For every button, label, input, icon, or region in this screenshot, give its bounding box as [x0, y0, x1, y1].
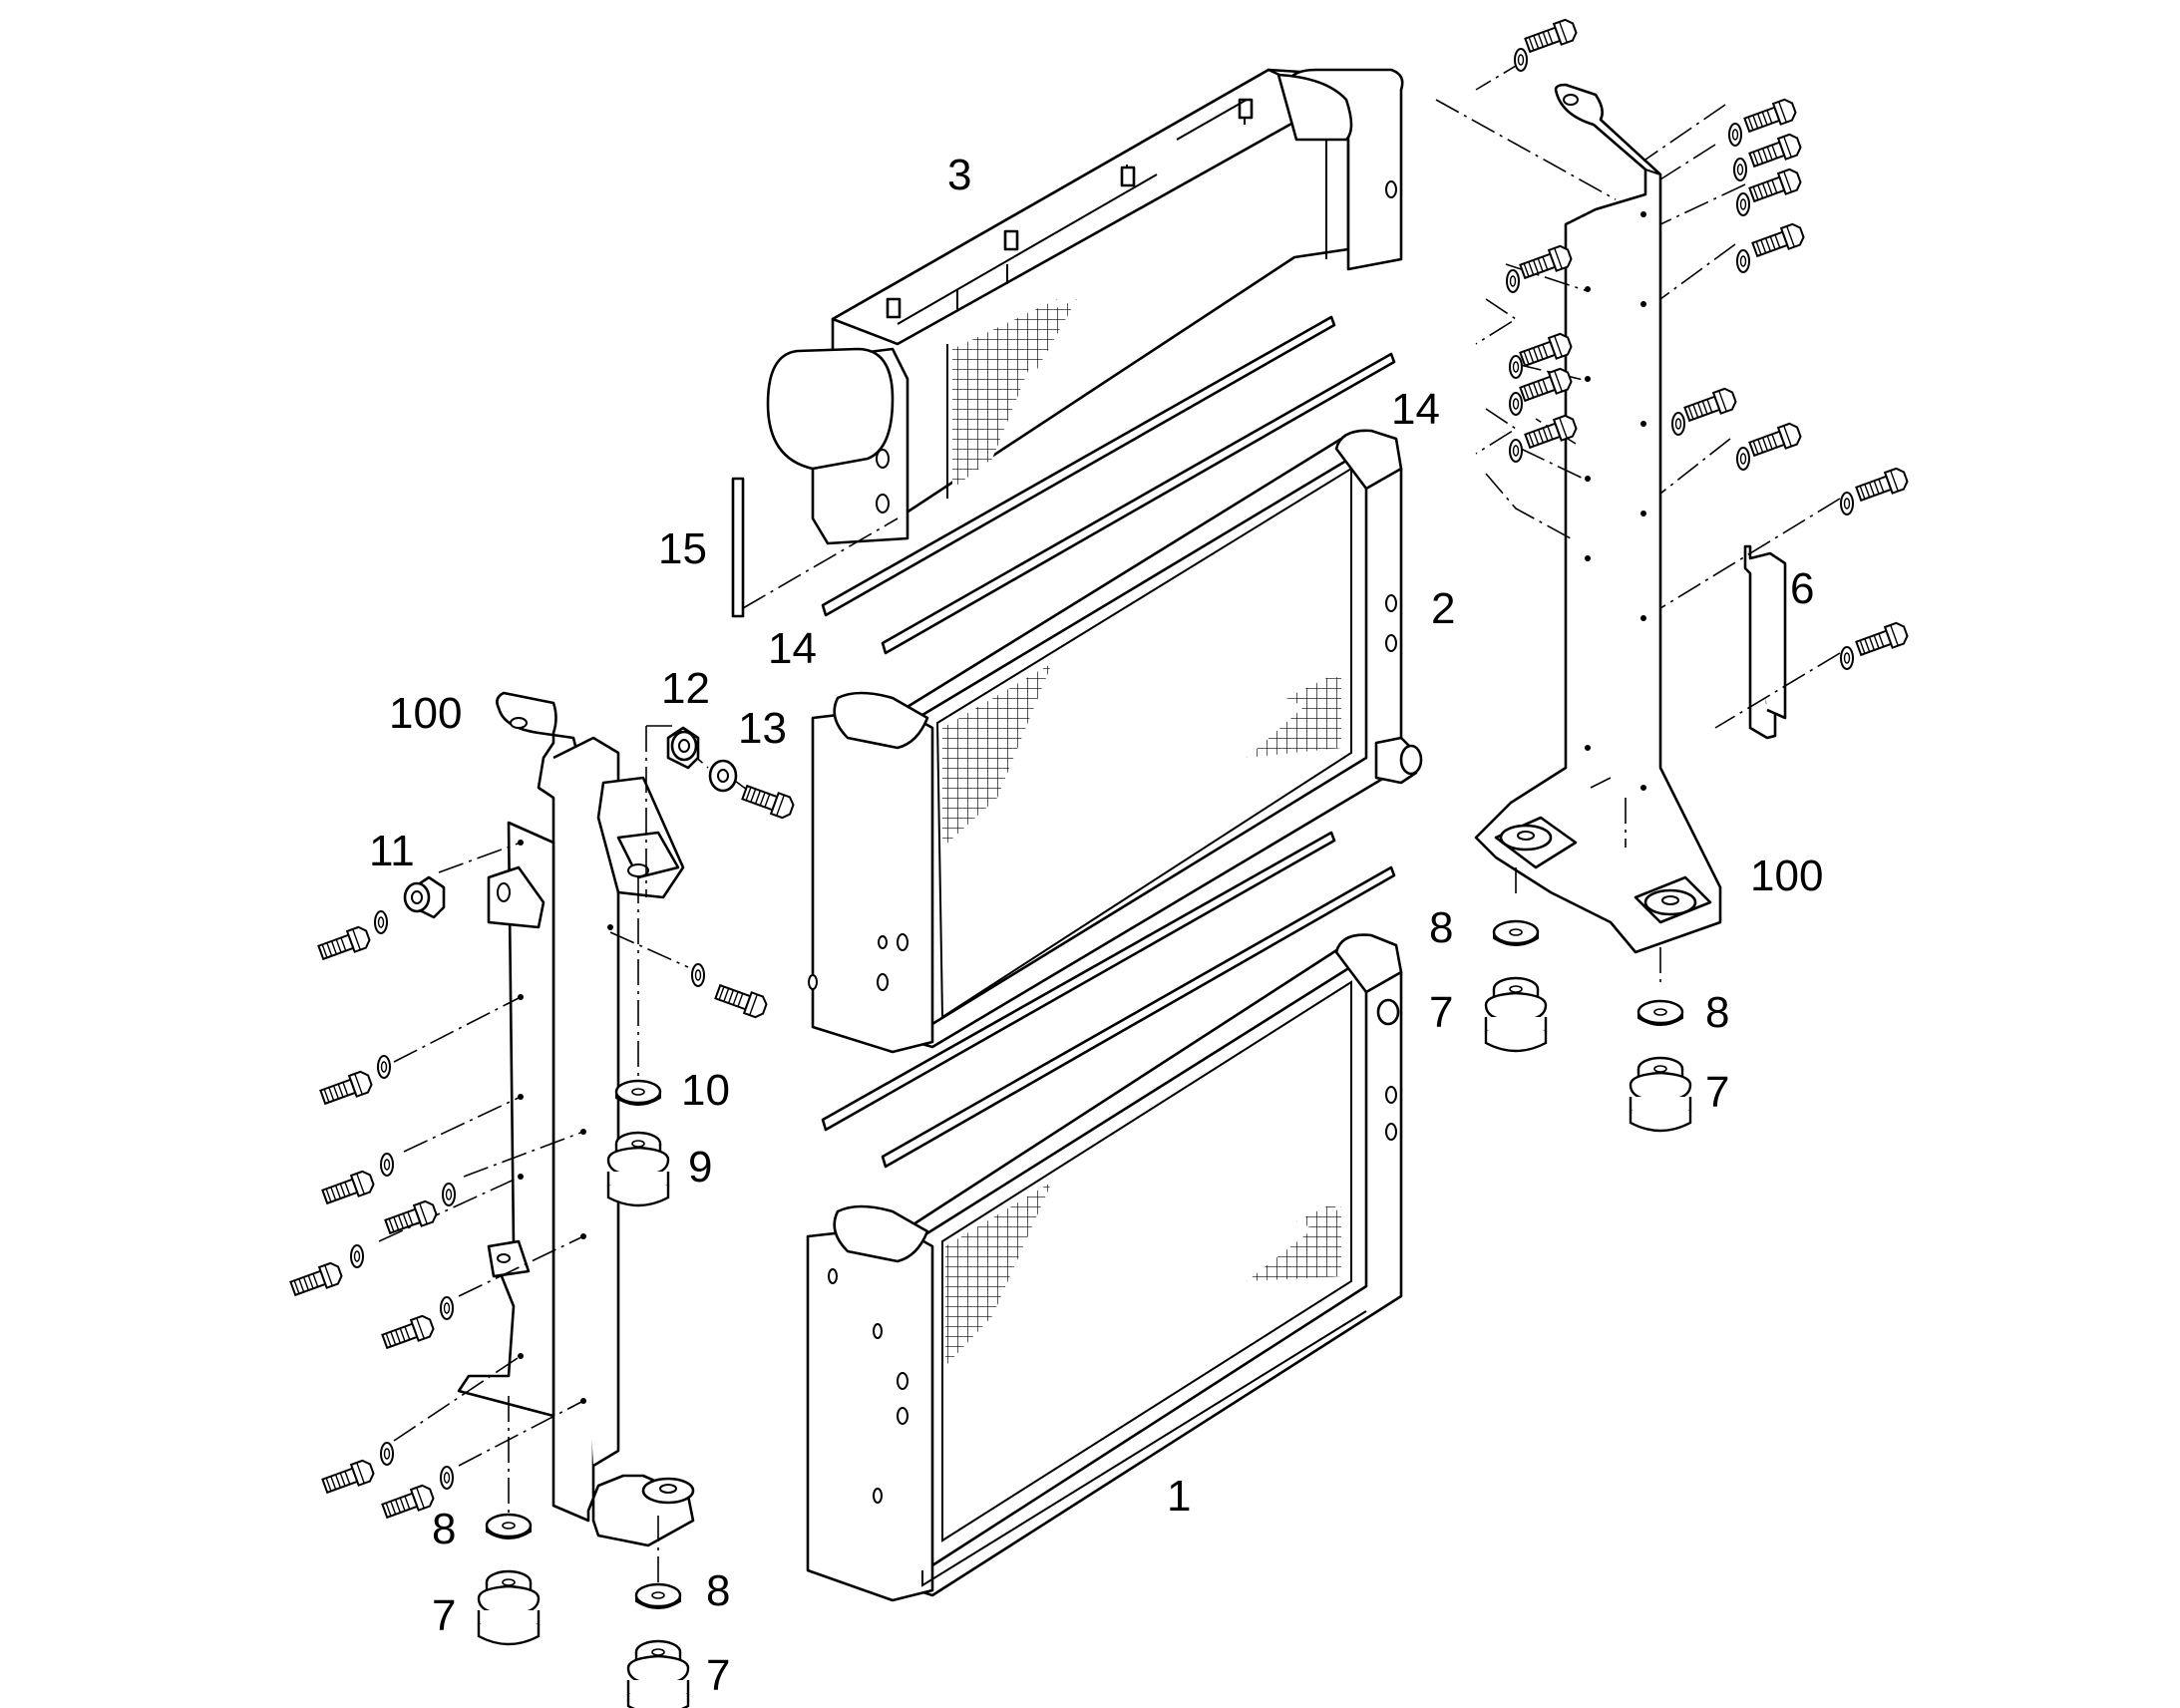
label-part-7-left: 7 — [432, 1591, 456, 1640]
label-part-14-top: 14 — [1391, 385, 1440, 434]
label-part-1: 1 — [1167, 1472, 1191, 1521]
label-part-8-right-b: 8 — [1705, 988, 1729, 1037]
label-part-100-left: 100 — [389, 689, 462, 738]
label-part-15: 15 — [658, 524, 707, 573]
label-part-11: 11 — [369, 827, 415, 875]
label-part-8-center: 8 — [706, 1566, 730, 1615]
label-part-12: 12 — [661, 664, 710, 713]
bracket-part-6 — [1743, 544, 1787, 740]
radiator-part-1 — [806, 933, 1403, 1602]
label-part-100-right: 100 — [1750, 852, 1823, 900]
frame-holes — [1585, 211, 1646, 791]
label-part-14-left: 14 — [768, 624, 817, 673]
label-part-6: 6 — [1790, 564, 1814, 613]
label-part-7-right-b: 7 — [1705, 1068, 1729, 1117]
seal-strips — [731, 315, 1396, 1169]
right-frame-part-100 — [1474, 83, 1722, 954]
right-frame-bolts — [1435, 16, 1911, 1133]
part-callouts: 3 14 2 15 14 100 12 13 11 10 9 1 8 7 8 7… — [369, 151, 1823, 1700]
intercooler-part-3 — [766, 68, 1404, 545]
label-part-3: 3 — [947, 151, 971, 199]
label-part-13: 13 — [738, 704, 787, 753]
left-frame-part-100 — [457, 691, 695, 1547]
radiator-part-2 — [808, 429, 1423, 1054]
label-part-7-center: 7 — [706, 1651, 730, 1700]
label-part-8-left: 8 — [432, 1505, 456, 1553]
label-part-7-right-a: 7 — [1429, 988, 1453, 1037]
label-part-10: 10 — [681, 1066, 730, 1115]
label-part-2: 2 — [1431, 584, 1455, 633]
label-part-9: 9 — [688, 1143, 712, 1192]
left-frame-bolts — [288, 725, 797, 1708]
label-part-8-right-a: 8 — [1429, 903, 1453, 952]
